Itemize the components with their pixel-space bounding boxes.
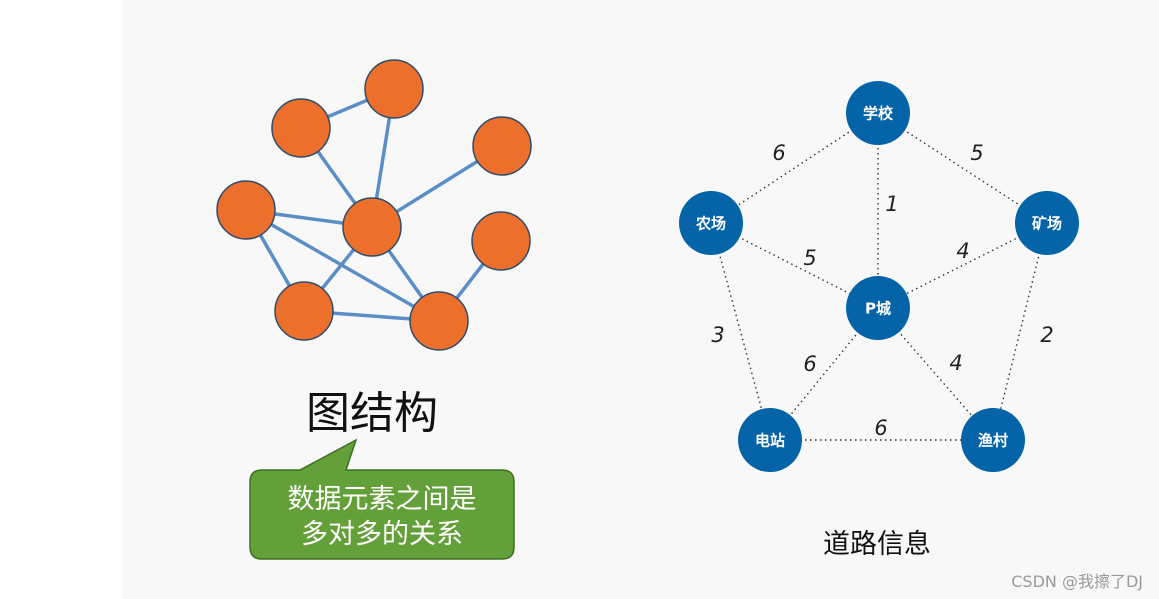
road-edge-school-mine	[877, 112, 1048, 224]
callout-line-2: 多对多的关系	[301, 519, 463, 550]
road-node-mine	[1015, 191, 1079, 255]
graph-node	[409, 291, 469, 351]
graph-node	[472, 116, 532, 176]
road-node-label-school: 学校	[863, 105, 894, 123]
road-node-power	[738, 408, 802, 472]
graph-node	[364, 59, 424, 119]
road-node-pcity	[846, 276, 910, 340]
callout-line-1: 数据元素之间是	[288, 484, 477, 515]
road-weight-school-pcity: 1	[885, 192, 898, 216]
road-node-label-power: 电站	[755, 432, 785, 450]
road-weight-farm-pcity: 5	[803, 246, 816, 270]
road-edge-mine-fishing	[992, 222, 1048, 441]
graph-node	[342, 197, 402, 257]
road-node-label-mine: 矿场	[1032, 215, 1062, 233]
graph-structure-illustration	[216, 59, 532, 351]
road-weight-pcity-power: 6	[803, 352, 816, 376]
graph-structure-title: 图结构	[306, 388, 438, 439]
graph-node	[274, 281, 334, 341]
graph-node	[471, 211, 531, 271]
road-weight-mine-pcity: 4	[956, 239, 969, 263]
graph-node	[271, 98, 331, 158]
graph-node	[216, 180, 276, 240]
road-network-caption: 道路信息	[823, 529, 931, 560]
road-node-label-fishing: 渔村	[978, 432, 1008, 450]
road-weight-mine-fishing: 2	[1040, 323, 1053, 347]
csdn-watermark: CSDN @我擦了DJ	[1011, 572, 1143, 591]
road-node-label-pcity: P城	[865, 300, 891, 318]
road-weight-farm-power: 3	[711, 323, 724, 347]
callout-bubble	[249, 438, 515, 560]
road-weight-pcity-fishing: 4	[949, 351, 962, 375]
road-network-weights: 6 5 1 5 4 3 2 6 4 6	[711, 141, 1053, 440]
road-weight-power-fishing: 6	[874, 416, 887, 440]
speech-callout: 数据元素之间是 多对多的关系	[249, 438, 515, 560]
road-node-fishing	[961, 408, 1025, 472]
road-node-school	[846, 81, 910, 145]
road-edge-pcity-power	[769, 307, 879, 441]
road-node-label-farm: 农场	[695, 215, 726, 233]
road-node-farm	[679, 191, 743, 255]
road-weight-school-mine: 5	[970, 141, 983, 165]
road-weight-school-farm: 6	[772, 141, 785, 165]
